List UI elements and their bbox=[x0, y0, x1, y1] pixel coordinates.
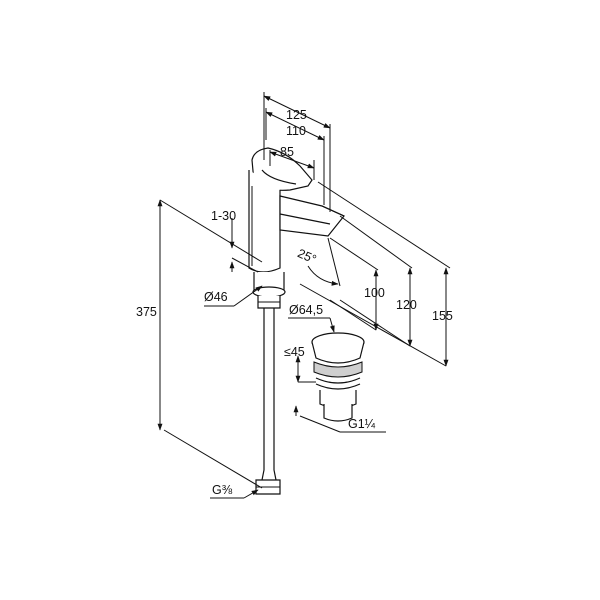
label-85: 85 bbox=[280, 145, 294, 159]
label-125: 125 bbox=[286, 108, 307, 122]
label-max-45: ≤45 bbox=[284, 345, 305, 359]
label-g1-1-4: G1¼ bbox=[348, 417, 376, 431]
label-100: 100 bbox=[364, 286, 385, 300]
flexible-hose bbox=[261, 308, 265, 481]
dimension-labels: 125 110 85 1-30 25° 100 120 155 375 Ø46 … bbox=[136, 108, 453, 497]
label-1-30: 1-30 bbox=[211, 209, 236, 223]
dim-line-85 bbox=[269, 151, 315, 169]
label-d46: Ø46 bbox=[204, 290, 228, 304]
label-d64-5: Ø64,5 bbox=[289, 303, 323, 317]
label-110: 110 bbox=[286, 124, 306, 138]
angle-ref-line bbox=[327, 237, 341, 287]
label-g3-8: G⅜ bbox=[212, 483, 233, 497]
label-25-deg: 25° bbox=[295, 246, 318, 266]
dim-arc-25 bbox=[307, 265, 339, 286]
spout bbox=[279, 195, 345, 237]
label-120: 120 bbox=[396, 298, 417, 312]
label-375: 375 bbox=[136, 305, 157, 319]
dimension-lines bbox=[157, 92, 451, 499]
label-155: 155 bbox=[432, 309, 453, 323]
dim-line-110 bbox=[265, 111, 325, 141]
popup-waste bbox=[311, 332, 365, 422]
